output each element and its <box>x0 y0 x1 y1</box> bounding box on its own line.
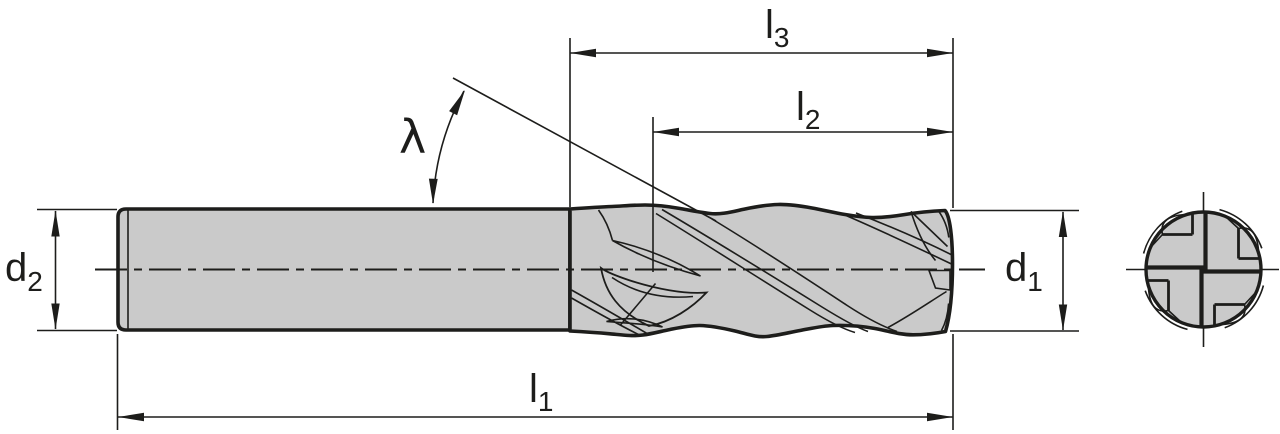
helix-line <box>855 212 953 256</box>
arrowhead-right <box>927 127 953 137</box>
helix-line <box>571 297 642 337</box>
arrowhead-right <box>927 412 953 422</box>
label-helix-angle: λ <box>399 110 426 164</box>
facet-line <box>910 211 937 262</box>
runout-lens-upper <box>612 239 701 277</box>
end-view-tooth-motifs <box>1147 213 1260 326</box>
end-face-facets <box>887 210 951 331</box>
end-view <box>1126 192 1279 347</box>
relief-arc <box>1144 290 1188 331</box>
relief-arc <box>1219 208 1263 249</box>
facet-corner-curve <box>937 210 950 238</box>
helix-line <box>655 212 856 334</box>
relief-arc <box>1224 285 1265 329</box>
arrowhead-down <box>51 303 60 330</box>
runout-bottom-sliver <box>606 317 663 328</box>
flute-silhouette <box>568 202 955 339</box>
dimension-l1: l1 <box>116 334 954 430</box>
tooth-motif <box>1213 290 1258 326</box>
helix-line <box>571 289 648 335</box>
shank-body <box>116 207 572 332</box>
helix-line <box>661 208 869 333</box>
label-l2: l2 <box>796 85 820 135</box>
arrowhead-up <box>51 210 60 237</box>
flute-runout <box>597 209 709 328</box>
dimension-l2: l2 <box>652 85 953 272</box>
tooth-motif <box>1224 215 1260 260</box>
arrowhead-up <box>1058 211 1068 237</box>
tooth-motif <box>1149 213 1194 249</box>
label-l3: l3 <box>765 3 789 53</box>
arrowhead-left <box>570 48 596 58</box>
runout-leaf-lower <box>599 265 709 327</box>
dimension-d2: d2 <box>5 208 117 332</box>
dimension-l3: l3 <box>569 3 954 208</box>
arc-arrowhead-bottom <box>428 178 438 204</box>
label-d1: d1 <box>1005 246 1043 297</box>
relief-arc <box>1142 210 1183 254</box>
tooth-motif <box>1147 279 1183 324</box>
helix-flute-lines <box>571 208 953 337</box>
arrowhead-right <box>927 48 953 58</box>
helix-line <box>711 218 898 333</box>
facet-line <box>910 210 949 248</box>
facet-line <box>887 290 947 329</box>
arrowhead-left <box>118 412 144 422</box>
helix-line <box>845 214 952 265</box>
helix-angle-line <box>452 77 717 222</box>
label-d2: d2 <box>5 246 43 297</box>
arrowhead-left <box>653 127 679 137</box>
label-l1: l1 <box>529 367 553 417</box>
helix-angle-annotation: λ <box>399 77 717 222</box>
runout-curve <box>597 209 614 241</box>
arrowhead-down <box>1058 304 1068 331</box>
facet-corner-curve <box>940 303 950 331</box>
arc-arrowhead-top <box>449 90 465 116</box>
dimension-d1: d1 <box>950 209 1079 332</box>
flute-section <box>568 202 955 339</box>
facet-notch <box>927 269 951 291</box>
end-view-relief-arcs <box>1142 208 1265 331</box>
end-view-cutting-edges <box>1147 213 1260 326</box>
